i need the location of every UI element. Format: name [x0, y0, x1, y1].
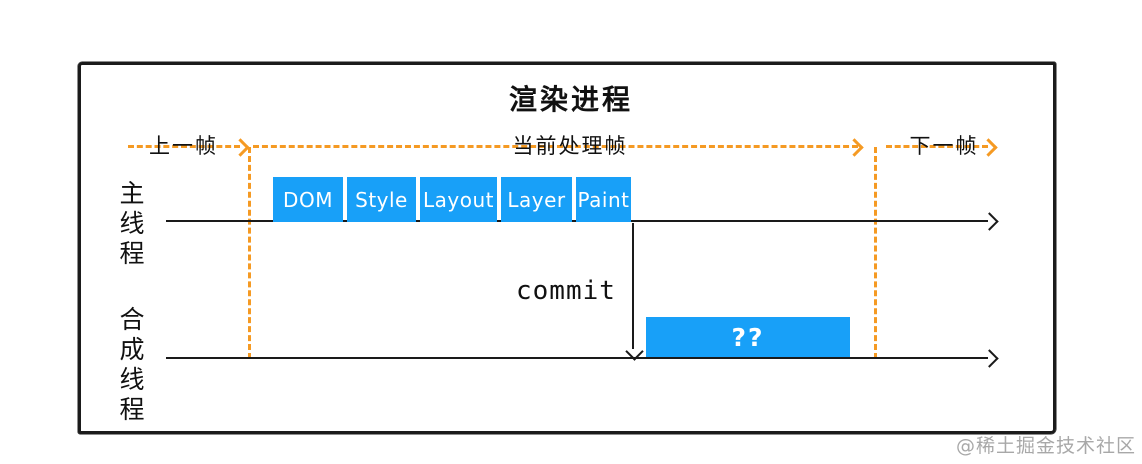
next-frame-label: 下一帧	[909, 134, 979, 158]
commit-arrow-line	[632, 223, 634, 349]
diagram-border	[78, 62, 1056, 434]
frame-boundary-left-line	[248, 147, 251, 359]
next-frame-dashed-line	[886, 145, 988, 148]
stage-box-paint: Paint	[576, 177, 631, 222]
pipeline-stage-row: DOM Style Layout Layer Paint	[273, 177, 631, 222]
stage-box-dom: DOM	[273, 177, 343, 222]
prev-frame-label: 上一帧	[149, 134, 218, 158]
frame-boundary-right-line	[874, 147, 877, 359]
current-frame-dashed-line	[253, 145, 858, 148]
main-thread-label: 主线程	[116, 180, 145, 270]
stage-box-style: Style	[347, 177, 416, 222]
stage-box-layer: Layer	[501, 177, 572, 222]
diagram-title: 渲染进程	[508, 83, 633, 116]
watermark: @稀土掘金技术社区	[956, 435, 1137, 457]
compositor-task-box: ??	[646, 317, 850, 357]
compositor-thread-timeline	[166, 357, 988, 359]
current-frame-label: 当前处理帧	[512, 134, 628, 158]
stage-box-layout: Layout	[420, 177, 497, 222]
compositor-thread-label: 合成线程	[116, 306, 145, 426]
commit-label: commit	[516, 276, 616, 306]
prev-frame-dashed-line	[128, 145, 240, 148]
